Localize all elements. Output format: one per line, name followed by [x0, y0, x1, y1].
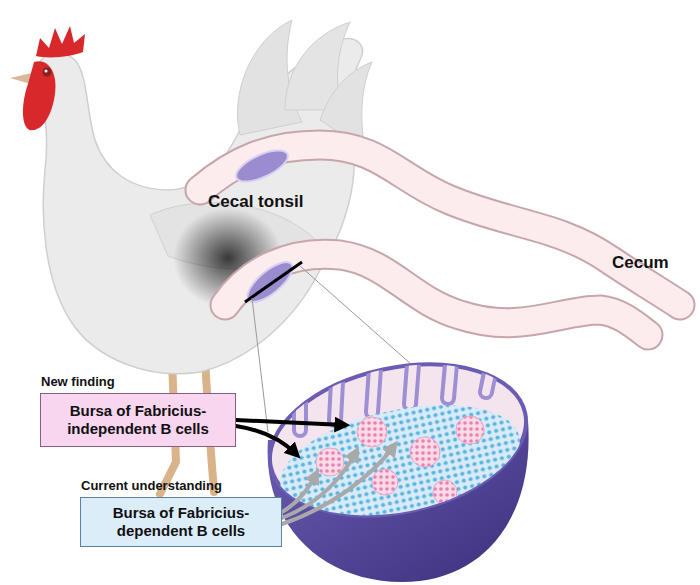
box-text: Bursa of Fabricius- independent B cells: [41, 402, 235, 438]
cecal-tonsil-patches: [232, 144, 302, 308]
box-text: Bursa of Fabricius- dependent B cells: [81, 504, 281, 540]
finding-box: New findingBursa of Fabricius- independe…: [40, 393, 236, 447]
part-label: Cecal tonsil: [208, 192, 303, 212]
box-heading: New finding: [41, 374, 115, 389]
box-heading: Current understanding: [81, 478, 222, 493]
cecum-tubes: [200, 145, 680, 335]
finding-box: Current understandingBursa of Fabricius-…: [80, 497, 282, 547]
part-label: Cecum: [612, 253, 669, 273]
tonsil-cross-section: [256, 343, 540, 582]
